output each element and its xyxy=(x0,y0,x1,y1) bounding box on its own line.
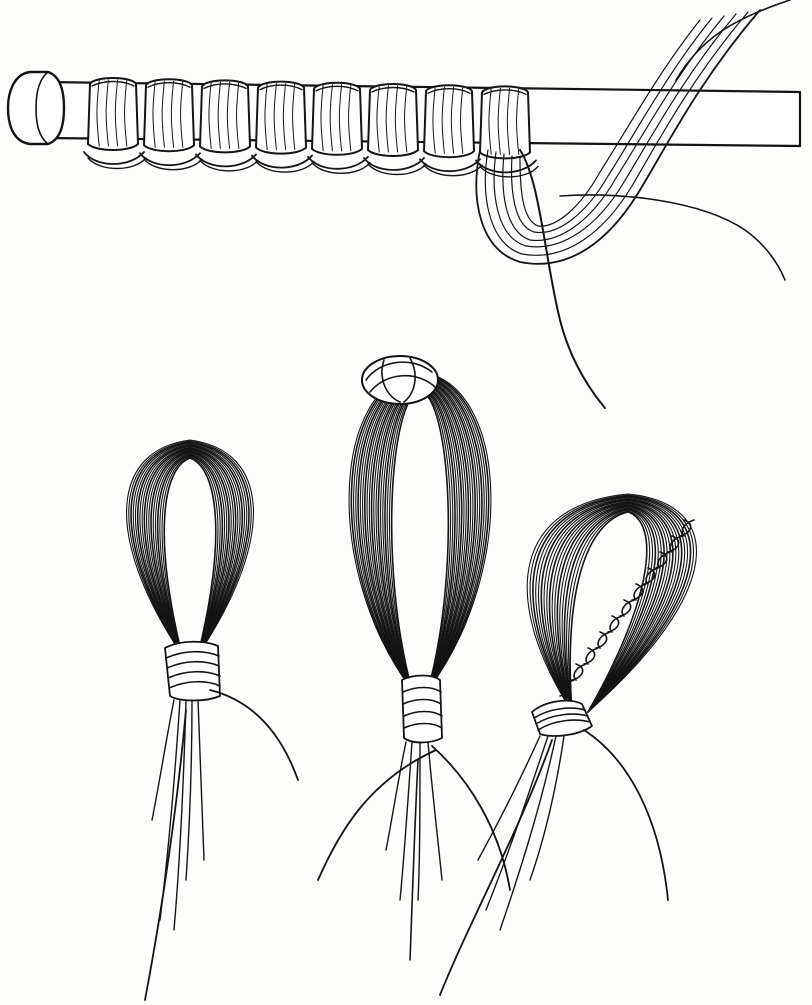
twisted-loop-binding xyxy=(532,701,592,736)
knotted-loop-binding xyxy=(402,676,442,743)
hair-wrap xyxy=(256,82,306,154)
hair-wrap xyxy=(88,78,138,150)
hair-wrap xyxy=(480,86,530,158)
hair-wrap xyxy=(312,83,362,155)
hanging-hank xyxy=(476,0,790,408)
hair-strand xyxy=(363,378,478,690)
knotted-loop-hair xyxy=(349,372,491,690)
twisted-loop-tail xyxy=(440,730,668,995)
bound-loop-tail xyxy=(145,690,298,1000)
rod-with-wraps xyxy=(8,0,800,408)
bound-loop xyxy=(127,440,298,1000)
hair-strand xyxy=(135,444,244,655)
twisted-loop-hair xyxy=(527,494,696,712)
hair-wrap xyxy=(200,80,250,152)
bound-loop-binding xyxy=(165,642,220,701)
chain-stitch xyxy=(84,152,538,177)
knotted-loop-tail xyxy=(318,742,510,960)
hair-wrap xyxy=(144,79,194,151)
hair-wrap xyxy=(424,85,474,157)
knotted-loop-knot xyxy=(362,356,438,404)
bound-loop-hair xyxy=(127,440,254,655)
knotted-loop xyxy=(318,356,510,960)
hair-wrap xyxy=(368,84,418,156)
twisted-loop xyxy=(440,494,696,995)
